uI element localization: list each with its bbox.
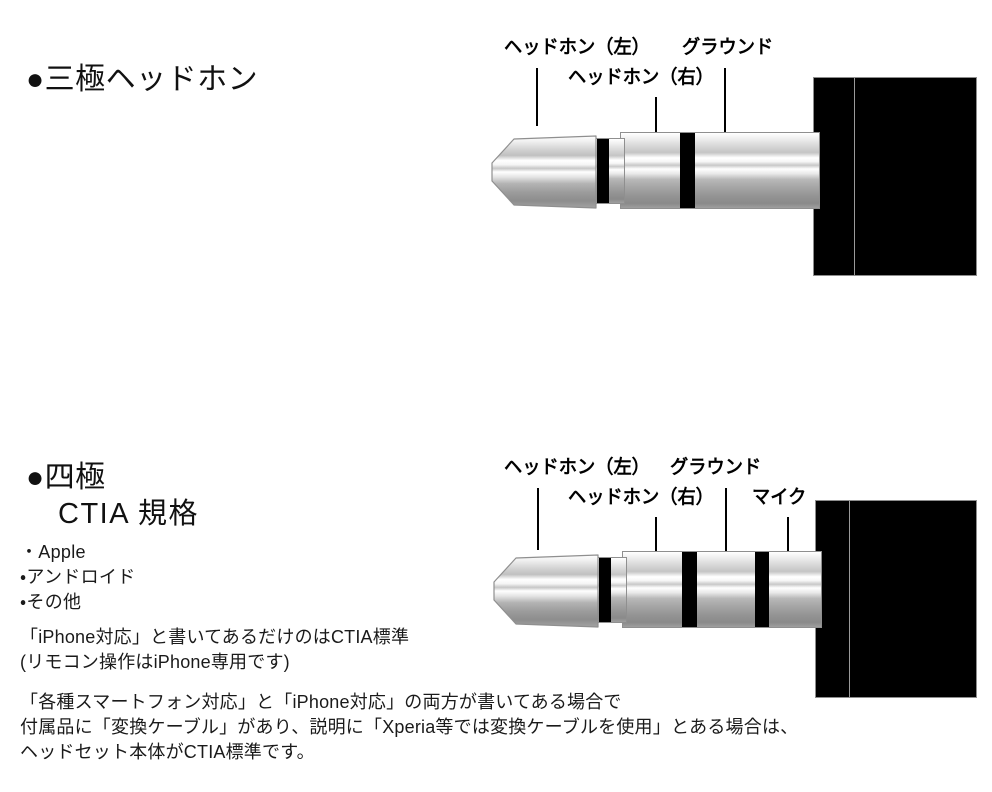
- cable-housing-4pole: [815, 500, 977, 698]
- heading-four-pole-standard: CTIA 規格: [58, 498, 200, 530]
- list-item: ・Apple: [20, 542, 86, 562]
- label-ground-3pole: グラウンド: [682, 37, 774, 58]
- note-line: 「iPhone対応」と書いてあるだけのはCTIA標準: [20, 627, 410, 647]
- label-headphone-left-3pole: ヘッドホン（左）: [504, 37, 650, 58]
- heading-three-pole: ●三極ヘッドホン: [26, 63, 259, 96]
- list-item: ・その他: [20, 592, 82, 612]
- label-headphone-right-3pole: ヘッドホン（右）: [568, 67, 714, 88]
- leader-line-headphone-left-3pole: [536, 68, 538, 126]
- plug-sleeve-4pole: [622, 551, 822, 628]
- compatibility-list: ・Apple ・アンドロイド ・その他: [20, 540, 136, 615]
- leader-line-mic-4pole: [787, 517, 789, 555]
- note-line: ヘッドセット本体がCTIA標準です。: [20, 742, 315, 762]
- plug-tip-3pole: [491, 135, 597, 209]
- note-paragraph-iphone: 「iPhone対応」と書いてあるだけのはCTIA標準 (リモコン操作はiPhon…: [20, 625, 409, 675]
- housing-divider-3pole: [854, 78, 855, 275]
- housing-divider-4pole: [849, 501, 850, 697]
- note-line: 付属品に「変換ケーブル」があり、説明に「Xperia等では変換ケーブルを使用」と…: [20, 717, 799, 737]
- label-headphone-right-4pole: ヘッドホン（右）: [568, 487, 714, 508]
- insulator-ring-2-3pole: [680, 133, 695, 208]
- list-item: ・アンドロイド: [20, 567, 136, 587]
- leader-line-ground-3pole: [724, 68, 726, 135]
- label-ground-4pole: グラウンド: [670, 457, 762, 478]
- insulator-ring-1-3pole: [597, 139, 609, 203]
- insulator-ring-3-4pole: [755, 552, 769, 627]
- insulator-ring-1-4pole: [599, 558, 611, 622]
- plug-sleeve-3pole: [620, 132, 820, 209]
- note-line: 「各種スマートフォン対応」と「iPhone対応」の両方が書いてある場合で: [20, 692, 622, 712]
- leader-line-headphone-right-3pole: [655, 97, 657, 135]
- label-headphone-left-4pole: ヘッドホン（左）: [504, 457, 650, 478]
- cable-housing-3pole: [813, 77, 977, 276]
- label-mic-4pole: マイク: [752, 487, 807, 508]
- note-paragraph-ctia: 「各種スマートフォン対応」と「iPhone対応」の両方が書いてある場合で 付属品…: [20, 690, 798, 765]
- heading-four-pole: ●四極: [26, 461, 106, 494]
- note-line: (リモコン操作はiPhone専用です): [20, 652, 290, 672]
- plug-tip-4pole: [493, 554, 599, 628]
- leader-line-headphone-right-4pole: [655, 517, 657, 555]
- insulator-ring-2-4pole: [682, 552, 697, 627]
- leader-line-headphone-left-4pole: [537, 488, 539, 550]
- leader-line-ground-4pole: [725, 488, 727, 555]
